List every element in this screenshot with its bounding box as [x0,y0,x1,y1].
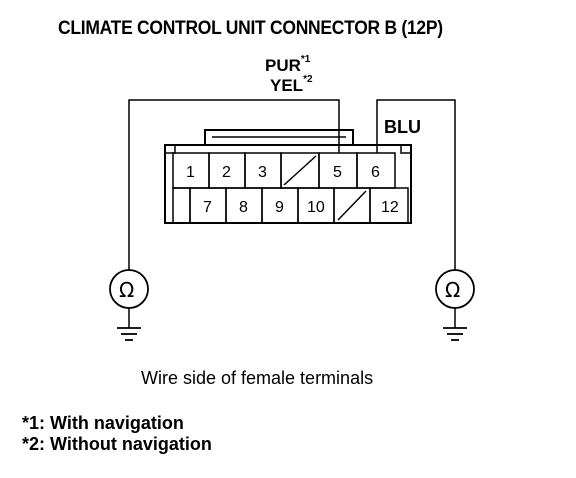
diagram-title: CLIMATE CONTROL UNIT CONNECTOR B (12P) [58,18,443,39]
pin-cell-11-slash [337,190,367,221]
wire-label-yel: YEL*2 [270,74,313,96]
pin-cell-12 [369,187,409,224]
pin-label-10: 10 [307,199,325,216]
connector-bottom-row [172,187,409,224]
pin-cell-4-slash [283,155,317,186]
pin-label-2: 2 [222,164,231,181]
wire-label-pur: PUR*1 [265,54,311,76]
pin-label-8: 8 [239,199,248,216]
wire-label-blu: BLU [384,117,421,137]
wire-color-pur: PUR [265,56,301,75]
ground-icon-left [117,327,141,341]
connector-lock-tab [204,129,354,146]
connector-notch-right [400,144,412,154]
footnote-2: *2: Without navigation [22,434,212,454]
pin-label-6: 6 [371,164,380,181]
footnote-1: *1: With navigation [22,413,184,433]
diagram-caption: Wire side of female terminals [141,368,374,388]
connector-notch-left [164,144,176,154]
pin-label-7: 7 [203,199,212,216]
ohmmeter-left: Ω [109,269,149,341]
pin-label-1: 1 [186,164,195,181]
connector-top-row [172,152,396,189]
ground-icon-right [443,327,467,341]
probe-wire-left [128,99,340,270]
pin-cell-bottom-blank [172,187,191,224]
probe-wire-right [376,99,456,270]
connector-body [164,144,412,224]
pin-label-12: 12 [381,199,399,216]
wire-mark-1: *1 [300,54,311,66]
pin-label-5: 5 [333,164,342,181]
ohmmeter-right: Ω [435,269,475,341]
wire-mark-2: *2 [303,74,313,86]
ohm-icon-left: Ω [119,278,134,302]
wire-color-yel: YEL [270,76,304,95]
ohm-icon-right: Ω [445,278,460,302]
pin-label-9: 9 [275,199,284,216]
pin-label-3: 3 [258,164,267,181]
